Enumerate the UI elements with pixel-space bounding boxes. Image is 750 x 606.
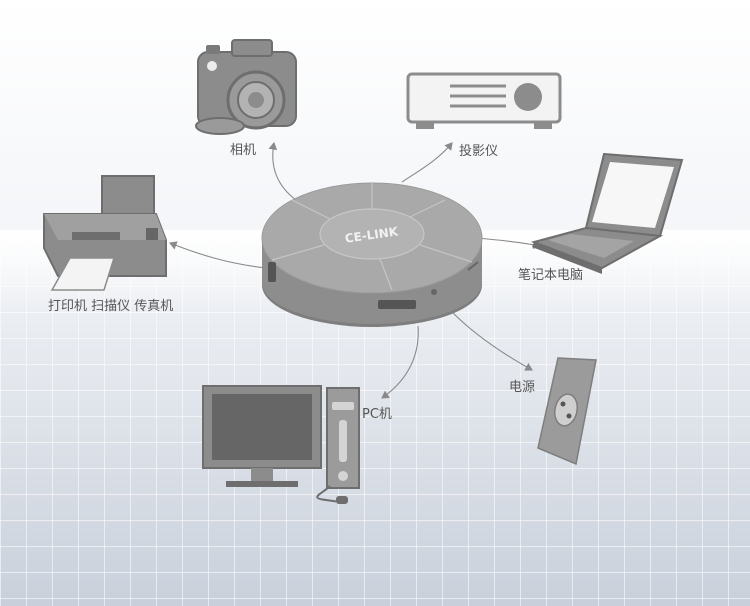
projector-icon: [406, 72, 562, 129]
arrow-to-pc: [381, 325, 419, 399]
arrow-to-camera: [268, 141, 297, 201]
pc-label: PC机: [362, 407, 392, 422]
pc-icon: [202, 385, 360, 504]
arrow-to-power: [451, 311, 533, 371]
arrow-to-projector: [401, 142, 453, 183]
hub-device: [261, 182, 483, 327]
projector-label: 投影仪: [459, 144, 499, 159]
arrow-to-printer: [168, 241, 267, 269]
laptop-icon: [530, 152, 684, 274]
printer-icon: [43, 175, 167, 291]
printer-label: 打印机 扫描仪 传真机: [48, 299, 174, 314]
laptop-label: 笔记本电脑: [518, 268, 584, 283]
power-outlet-icon: [537, 357, 597, 466]
camera-label: 相机: [230, 143, 257, 158]
connector-arrows: [168, 141, 542, 399]
camera-icon: [195, 39, 297, 135]
power-label: 电源: [509, 380, 536, 395]
